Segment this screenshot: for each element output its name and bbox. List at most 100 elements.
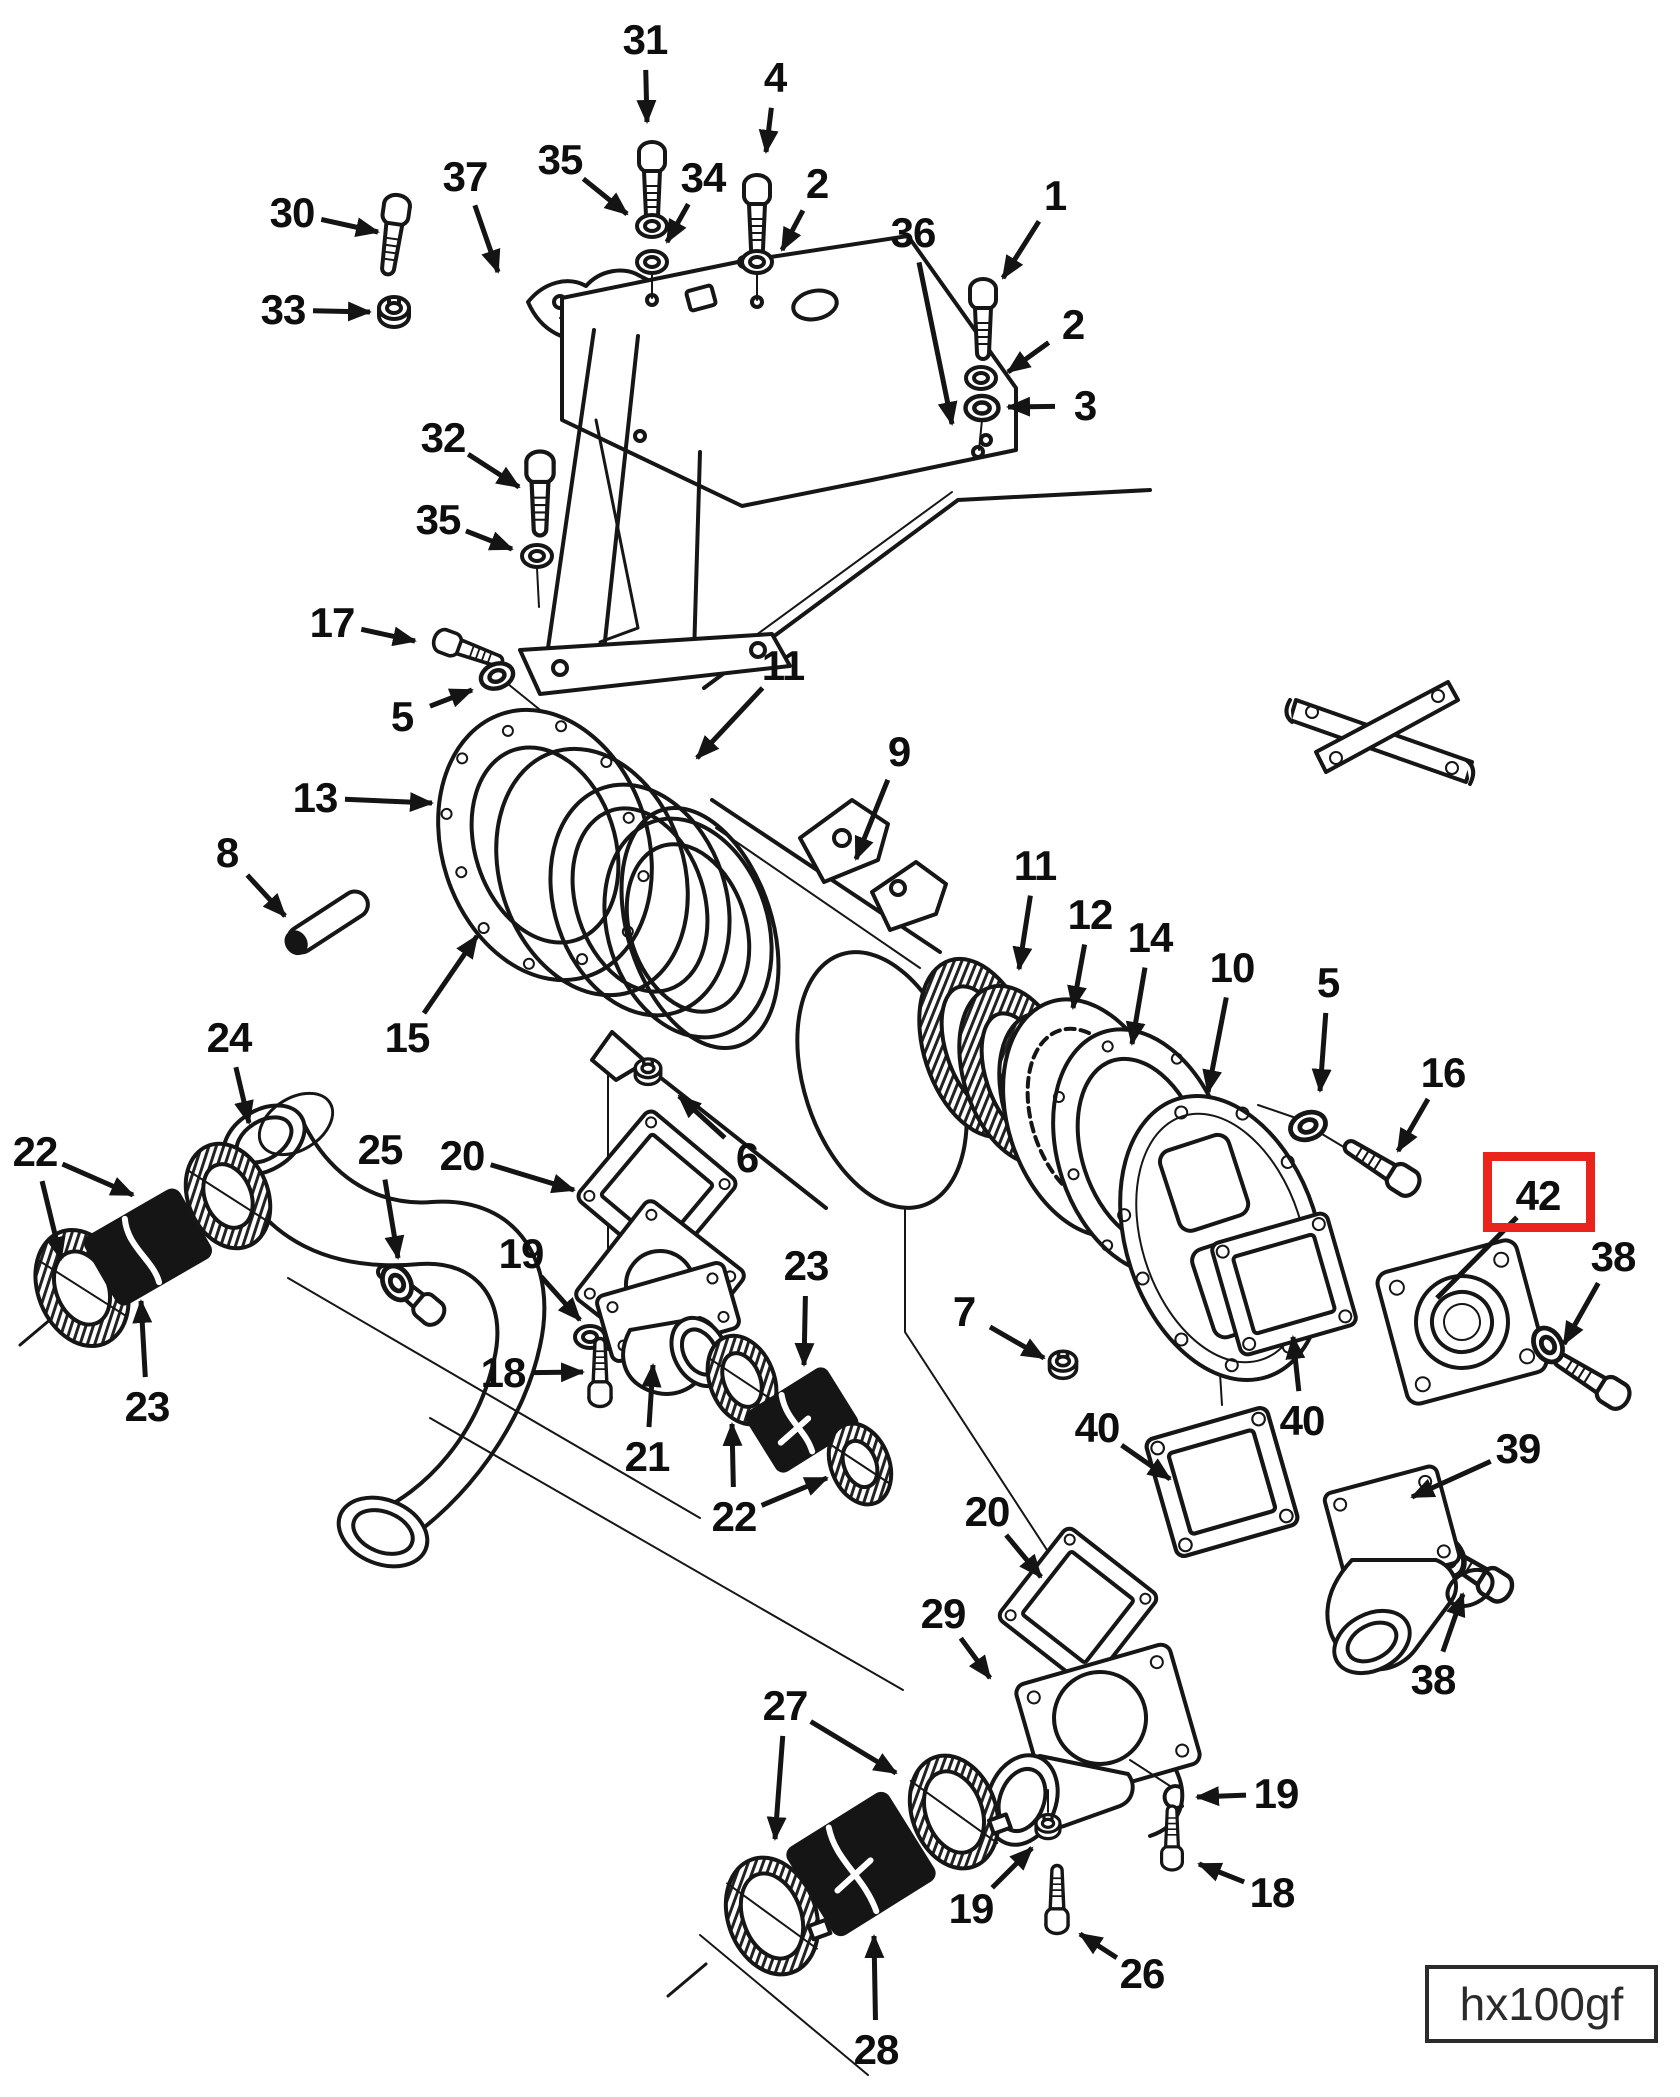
ring-11 [602, 816, 774, 1040]
leader-c10 [1202, 996, 1229, 1094]
leader-c26 [1078, 1931, 1119, 1960]
leader-c5a [429, 687, 474, 709]
highlight-box-42 [1483, 1152, 1595, 1232]
leader-c19c [1195, 1786, 1247, 1807]
callout-c38b: 38 [1410, 1656, 1457, 1703]
callout-c38a: 38 [1590, 1233, 1637, 1280]
callout-c11a: 11 [761, 642, 805, 689]
callout-c25: 25 [357, 1126, 404, 1173]
elbow-21 [595, 1261, 741, 1396]
callout-c19c: 19 [1253, 1770, 1300, 1817]
leader-c25 [382, 1179, 405, 1260]
leader-c35a [581, 176, 629, 216]
leader-c30 [320, 217, 380, 238]
leader-c23a [132, 1299, 153, 1378]
callout-c35b: 35 [415, 496, 462, 543]
figure-code-label: hx100gf [1459, 1978, 1624, 2030]
callout-c16: 16 [1420, 1049, 1467, 1096]
callout-c5b: 5 [1316, 959, 1340, 1006]
leader-c36 [916, 261, 958, 426]
mounting-bracket-36 [518, 234, 1018, 696]
callout-c18a: 18 [480, 1349, 527, 1396]
callout-c3: 3 [1073, 382, 1097, 429]
leader-c23b [794, 1295, 815, 1367]
leader-c18b [1197, 1861, 1246, 1885]
pin-8 [284, 889, 370, 956]
callout-c42: 42 [1515, 1172, 1562, 1219]
callout-c10: 10 [1209, 944, 1256, 991]
callout-c35a: 35 [537, 136, 584, 183]
leader-c9 [853, 778, 891, 861]
hose-28 [786, 1791, 936, 1937]
leader-c11a [695, 686, 765, 760]
callout-c26: 26 [1119, 1950, 1166, 1997]
leader-c7 [988, 1324, 1046, 1361]
leader-c3 [1006, 396, 1056, 417]
callout-c2a: 2 [805, 160, 829, 207]
callout-c28: 28 [853, 2026, 900, 2073]
callout-c30: 30 [269, 189, 316, 236]
leader-c2b [1006, 340, 1051, 375]
callout-c22a: 22 [12, 1128, 59, 1175]
leader-c38a [1561, 1281, 1601, 1346]
leader-c22b [760, 1475, 829, 1508]
leader-c14 [1125, 967, 1148, 1046]
bracket-41 [1284, 680, 1476, 786]
leader-c6 [677, 1094, 727, 1140]
leader-c2a [779, 209, 806, 252]
callout-c34: 34 [680, 154, 727, 201]
callout-c36: 36 [890, 209, 937, 256]
callout-c31: 31 [622, 16, 669, 63]
callout-c21: 21 [624, 1433, 671, 1480]
callout-c14: 14 [1127, 914, 1174, 961]
leader-c35b [465, 528, 514, 552]
leader-c11b [1012, 895, 1033, 971]
callout-c33: 33 [260, 286, 307, 333]
leader-c4 [758, 107, 779, 154]
leader-c40b [1285, 1335, 1306, 1392]
leader-c18a [532, 1362, 585, 1383]
callout-c1: 1 [1043, 172, 1067, 219]
gasket-40-lower [1144, 1405, 1300, 1559]
leader-c33 [312, 301, 372, 322]
callout-c6: 6 [735, 1134, 759, 1181]
hose-bearings-middle [705, 1333, 894, 1507]
leader-c20a [489, 1162, 576, 1194]
callout-c4: 4 [763, 54, 787, 101]
callout-c22b: 22 [711, 1493, 758, 1540]
leader-c8 [245, 873, 287, 918]
clamp-27-left [723, 1855, 833, 1977]
callout-c37: 37 [442, 153, 489, 200]
leader-c31 [636, 69, 657, 124]
leader-c27 [809, 1719, 898, 1776]
callout-c23a: 23 [124, 1383, 171, 1430]
leader-c40a [1120, 1443, 1172, 1482]
leader-c22b [722, 1422, 743, 1488]
leader-c24 [233, 1066, 254, 1125]
leader-c19b [990, 1846, 1034, 1890]
callout-c32: 32 [420, 414, 467, 461]
callout-c8: 8 [215, 829, 239, 876]
leader-c27 [766, 1735, 787, 1841]
callout-c7: 7 [952, 1288, 976, 1335]
callout-c40a: 40 [1074, 1404, 1121, 1451]
leader-c20b [1004, 1533, 1043, 1579]
callout-c15: 15 [384, 1014, 431, 1061]
callout-c23b: 23 [783, 1242, 830, 1289]
leader-c17 [360, 626, 417, 647]
clamp-27-right [907, 1753, 1013, 1871]
callout-c20a: 20 [439, 1132, 486, 1179]
leader-c38b [1440, 1592, 1466, 1653]
leader-c5b [1311, 1012, 1332, 1093]
callout-c39: 39 [1495, 1425, 1542, 1472]
callout-c29: 29 [920, 1590, 967, 1637]
callout-c12: 12 [1067, 891, 1114, 938]
callout-c19b: 19 [948, 1885, 995, 1932]
callout-c17: 17 [309, 599, 356, 646]
leader-c28 [864, 1934, 885, 2021]
leader-c1 [1000, 219, 1042, 280]
leader-c37 [472, 204, 501, 274]
callout-c2b: 2 [1061, 301, 1085, 348]
